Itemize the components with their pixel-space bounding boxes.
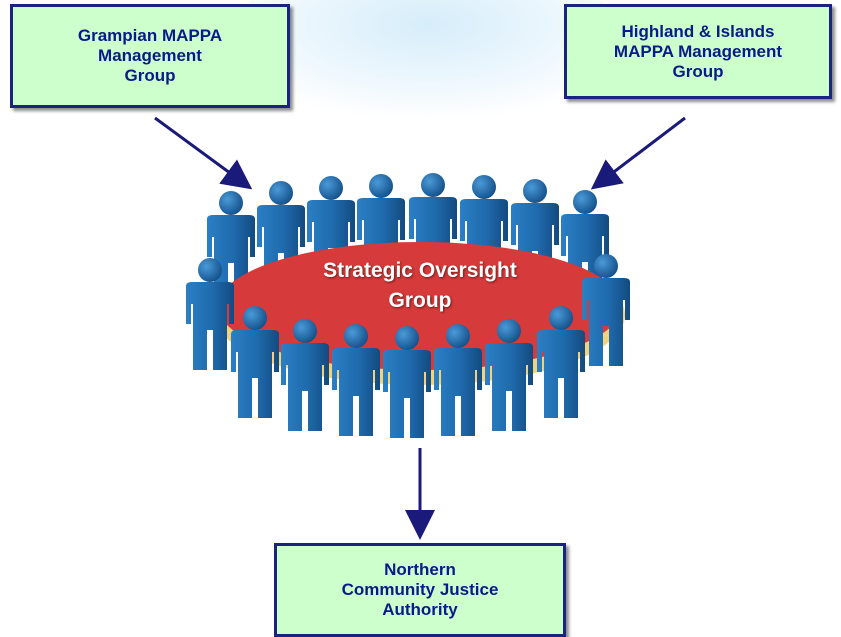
ncja-line-2: Community Justice [341, 580, 499, 599]
highland-line-2: MAPPA Management [613, 41, 783, 61]
background-map-shape [237, 0, 620, 162]
highland-line-3: Group [672, 61, 724, 81]
northern-community-justice-box: Northern Community Justice Authority [274, 543, 566, 637]
strategic-line-2: Group [388, 289, 452, 312]
arrow-grampian-to-strategic [154, 116, 253, 190]
highland-islands-mappa-box: Highland & Islands MAPPA Management Grou… [564, 4, 832, 99]
strategic-line-1: Strategic Oversight [323, 259, 517, 282]
ncja-line-1: Northern [384, 560, 456, 579]
grampian-mappa-box: Grampian MAPPA Management Group [10, 4, 290, 108]
grampian-line-3: Group [124, 66, 176, 85]
highland-line-1: Highland & Islands [621, 21, 775, 41]
arrow-highland-to-strategic [590, 116, 686, 190]
grampian-line-2: Management [98, 46, 202, 65]
grampian-line-1: Grampian MAPPA [77, 26, 223, 45]
ncja-line-3: Authority [382, 600, 458, 619]
strategic-oversight-label: Strategic Oversight Group [250, 256, 590, 316]
